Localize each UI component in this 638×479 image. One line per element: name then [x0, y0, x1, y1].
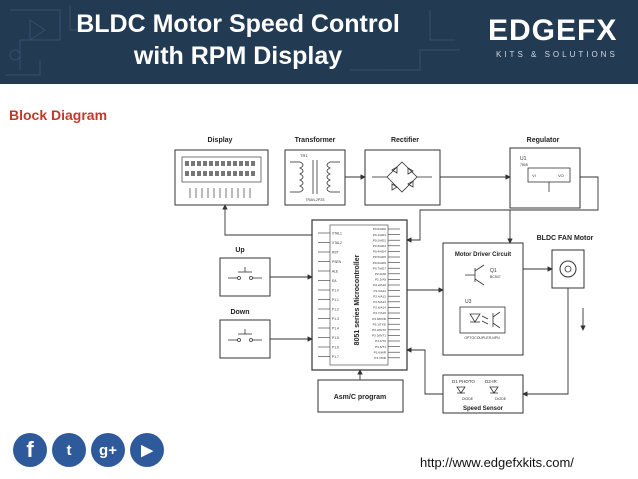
- mcu-pin-label: P3.6/WR: [374, 350, 387, 354]
- google-plus-glyph: g+: [99, 441, 117, 459]
- display-block: Display: [174, 137, 269, 206]
- transformer-block: Transformer TR1 TRAN-2P2S: [284, 137, 346, 206]
- q1-part: BC547: [490, 275, 501, 279]
- website-url-link[interactable]: http://www.edgefxkits.com/: [420, 455, 574, 470]
- google-plus-icon[interactable]: g+: [91, 433, 125, 467]
- diode1-label: DIODE: [462, 397, 474, 401]
- speed-sensor-label: Speed Sensor: [463, 406, 504, 412]
- mcu-pin-label: P2.2/A10: [373, 283, 386, 287]
- youtube-icon[interactable]: ▶: [130, 433, 164, 467]
- d2-label: D2-IR: [485, 379, 498, 384]
- mcu-pin-label: P2.7/A15: [373, 311, 386, 315]
- mcu-pin-label: P1.3: [332, 317, 339, 321]
- microcontroller-label: 8051 series Microcontroller: [354, 254, 361, 345]
- regulator-ref: U1: [520, 156, 527, 162]
- section-title: Block Diagram: [9, 107, 108, 123]
- mcu-pin-label: P3.0/RXD: [372, 317, 387, 321]
- mcu-pin-label: P1.6: [332, 345, 339, 349]
- facebook-icon[interactable]: f: [13, 433, 47, 467]
- asm-program-block: Asm/C program: [317, 379, 404, 413]
- u3-part: OPTOCOUPLER-NPN: [464, 336, 500, 340]
- display-label: Display: [208, 137, 233, 144]
- mcu-pin-label: P1.2: [332, 307, 339, 311]
- mcu-pin-label: PSEN: [332, 260, 342, 264]
- circuit-pattern-background: [5, 5, 460, 76]
- title-line-1: BLDC Motor Speed Control: [76, 10, 400, 38]
- twitter-glyph: t: [66, 441, 72, 459]
- mcu-pin-label: P0.4/AD4: [373, 250, 387, 254]
- transformer-part: TRAN-2P2S: [305, 198, 325, 202]
- mcu-pin-label: P0.1/AD1: [373, 233, 387, 237]
- mcu-pin-label: P1.1: [332, 298, 339, 302]
- mcu-pin-label: P2.5/A13: [373, 300, 386, 304]
- mcu-pin-label: P1.4: [332, 326, 339, 330]
- mcu-pin-label: P3.1/TXD: [373, 322, 387, 326]
- header-banner: BLDC Motor Speed Control with RPM Displa…: [0, 0, 638, 84]
- twitter-icon[interactable]: t: [52, 433, 86, 467]
- mcu-right-pins: P0.0/AD0P0.1/AD1P0.2/AD2P0.3/AD3P0.4/AD4…: [372, 227, 400, 360]
- mcu-pin-label: P3.3/INT1: [372, 334, 386, 338]
- regulator-pin-in: VI: [532, 173, 536, 178]
- mcu-pin-label: P2.6/A14: [373, 306, 386, 310]
- transformer-ref: TR1: [300, 153, 308, 158]
- mcu-pin-label: P2.4/A12: [373, 294, 386, 298]
- transformer-label: Transformer: [295, 137, 336, 144]
- mcu-pin-label: XTAL1: [332, 231, 342, 235]
- mcu-pin-label: P3.5/T1: [375, 345, 386, 349]
- connection-lines: [222, 174, 599, 397]
- mcu-pin-label: P0.7/AD7: [373, 266, 387, 270]
- up-label: Up: [235, 247, 244, 254]
- up-switch-block: Up: [219, 247, 271, 297]
- mcu-pin-label: P0.2/AD2: [373, 238, 387, 242]
- mcu-pin-label: P0.0/AD0: [373, 227, 387, 231]
- rectifier-block: Rectifier: [364, 137, 441, 206]
- rectifier-label: Rectifier: [391, 137, 419, 144]
- mcu-pin-label: RST: [332, 250, 339, 254]
- mcu-pin-label: XTAL2: [332, 241, 342, 245]
- logo-main-text: EDGEFX: [488, 14, 618, 47]
- bldc-motor-block: BLDC FAN Motor: [537, 235, 594, 289]
- mcu-pin-label: P0.5/AD5: [373, 255, 387, 259]
- page-title: BLDC Motor Speed Control with RPM Displa…: [48, 8, 428, 72]
- logo-sub-text: KITS & SOLUTIONS: [496, 50, 618, 59]
- edgefx-logo[interactable]: EDGEFX KITS & SOLUTIONS: [470, 14, 620, 64]
- regulator-part: 7805: [520, 163, 528, 167]
- down-label: Down: [230, 309, 249, 316]
- regulator-block: Regulator U1 7805 VI VO: [509, 137, 581, 209]
- mcu-pin-label: P0.6/AD6: [373, 261, 387, 265]
- regulator-pin-out: VO: [558, 173, 564, 178]
- mcu-pin-label: P0.3/AD3: [373, 244, 387, 248]
- mcu-pin-label: P1.7: [332, 355, 339, 359]
- bldc-motor-label: BLDC FAN Motor: [537, 235, 594, 242]
- mcu-pin-label: P2.3/A11: [374, 289, 387, 293]
- motor-driver-block: Motor Driver Circuit Q1 BC547 U3 OPTOCOU…: [442, 242, 524, 356]
- down-switch-block: Down: [219, 309, 271, 359]
- facebook-glyph: f: [26, 437, 34, 462]
- motor-driver-label: Motor Driver Circuit: [455, 252, 511, 258]
- mcu-pin-label: EA: [332, 279, 337, 283]
- mcu-pin-label: P1.5: [332, 336, 339, 340]
- mcu-pin-label: P3.2/INT0: [372, 328, 386, 332]
- microcontroller-block: 8051 series Microcontroller XTAL1XTAL2RS…: [311, 219, 408, 371]
- mcu-pin-label: P2.0/A8: [375, 272, 386, 276]
- mcu-pin-label: ALE: [332, 269, 339, 273]
- block-diagram: Display Transformer TR1 TRAN-2P2S Rectif…: [174, 137, 599, 414]
- d1-label: D1 PHOTO: [452, 379, 475, 384]
- title-line-2: with RPM Display: [133, 42, 343, 70]
- mcu-pin-label: P3.4/T0: [375, 339, 386, 343]
- mcu-pin-label: P2.1/A9: [375, 278, 386, 282]
- asm-program-label: Asm/C program: [334, 394, 387, 401]
- q1-ref: Q1: [490, 268, 497, 274]
- mcu-pin-label: P3.7/RD: [374, 356, 386, 360]
- speed-sensor-block: D1 PHOTO D2-IR DIODE DIODE Speed Sensor: [442, 374, 524, 414]
- u3-ref: U3: [465, 299, 472, 305]
- youtube-glyph: ▶: [141, 442, 153, 459]
- diode2-label: DIODE: [495, 397, 507, 401]
- regulator-label: Regulator: [527, 137, 560, 144]
- mcu-pin-label: P1.0: [332, 288, 339, 292]
